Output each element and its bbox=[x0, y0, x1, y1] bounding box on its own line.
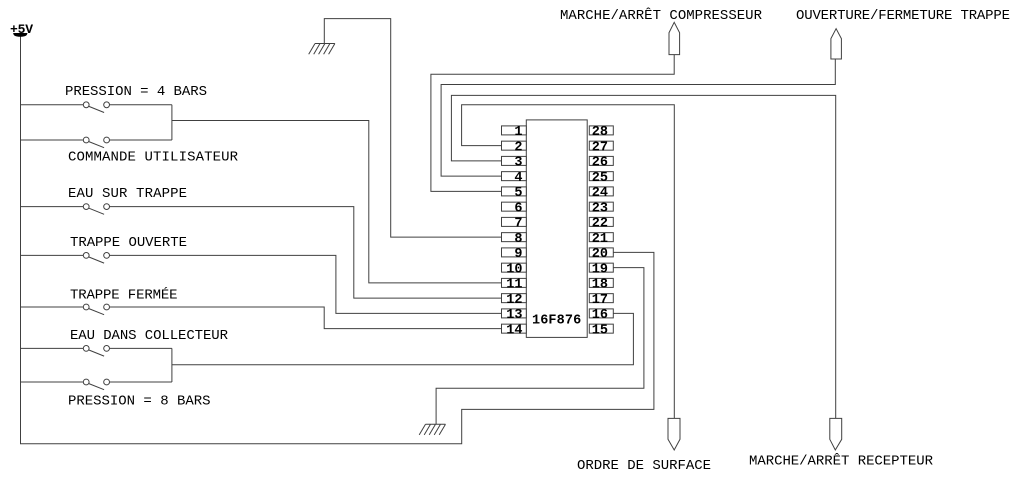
svg-text:9: 9 bbox=[514, 247, 522, 262]
svg-text:EAU DANS COLLECTEUR: EAU DANS COLLECTEUR bbox=[70, 328, 229, 344]
svg-text:COMMANDE UTILISATEUR: COMMANDE UTILISATEUR bbox=[68, 150, 239, 166]
svg-text:6: 6 bbox=[514, 201, 522, 216]
svg-text:MARCHE/ARRÊT COMPRESSEUR: MARCHE/ARRÊT COMPRESSEUR bbox=[560, 6, 763, 24]
svg-text:8: 8 bbox=[514, 232, 522, 247]
svg-text:1: 1 bbox=[514, 125, 522, 140]
svg-text:18: 18 bbox=[592, 278, 608, 293]
svg-text:21: 21 bbox=[592, 232, 608, 247]
svg-text:MARCHE/ARRÊT RECEPTEUR: MARCHE/ARRÊT RECEPTEUR bbox=[749, 452, 934, 470]
svg-text:TRAPPE FERMÉE: TRAPPE FERMÉE bbox=[70, 286, 178, 304]
svg-text:3: 3 bbox=[514, 156, 522, 171]
svg-text:ORDRE DE SURFACE: ORDRE DE SURFACE bbox=[577, 458, 711, 474]
svg-text:19: 19 bbox=[592, 262, 608, 277]
svg-text:EAU SUR TRAPPE: EAU SUR TRAPPE bbox=[68, 186, 187, 202]
svg-text:16F876: 16F876 bbox=[532, 313, 581, 328]
svg-text:PRESSION = 8 BARS: PRESSION = 8 BARS bbox=[68, 394, 211, 410]
svg-text:2: 2 bbox=[514, 140, 522, 155]
svg-text:5: 5 bbox=[514, 186, 522, 201]
svg-text:22: 22 bbox=[592, 217, 608, 232]
svg-text:17: 17 bbox=[592, 293, 608, 308]
svg-text:14: 14 bbox=[506, 323, 522, 338]
svg-text:25: 25 bbox=[592, 171, 608, 186]
svg-text:23: 23 bbox=[592, 201, 608, 216]
svg-text:7: 7 bbox=[514, 217, 522, 232]
svg-text:TRAPPE OUVERTE: TRAPPE OUVERTE bbox=[70, 235, 187, 251]
svg-text:26: 26 bbox=[592, 156, 608, 171]
svg-text:OUVERTURE/FERMETURE TRAPPE: OUVERTURE/FERMETURE TRAPPE bbox=[796, 8, 1010, 24]
svg-text:15: 15 bbox=[592, 323, 608, 338]
svg-text:PRESSION = 4 BARS: PRESSION = 4 BARS bbox=[65, 84, 207, 100]
svg-text:27: 27 bbox=[592, 140, 608, 155]
svg-text:+5V: +5V bbox=[10, 22, 33, 37]
svg-text:24: 24 bbox=[592, 186, 608, 201]
svg-text:11: 11 bbox=[506, 278, 522, 293]
svg-text:12: 12 bbox=[506, 293, 522, 308]
svg-text:4: 4 bbox=[514, 171, 522, 186]
svg-text:16: 16 bbox=[592, 308, 608, 323]
svg-text:13: 13 bbox=[506, 308, 522, 323]
svg-text:20: 20 bbox=[592, 247, 608, 262]
svg-text:10: 10 bbox=[506, 262, 522, 277]
svg-text:28: 28 bbox=[592, 125, 608, 140]
